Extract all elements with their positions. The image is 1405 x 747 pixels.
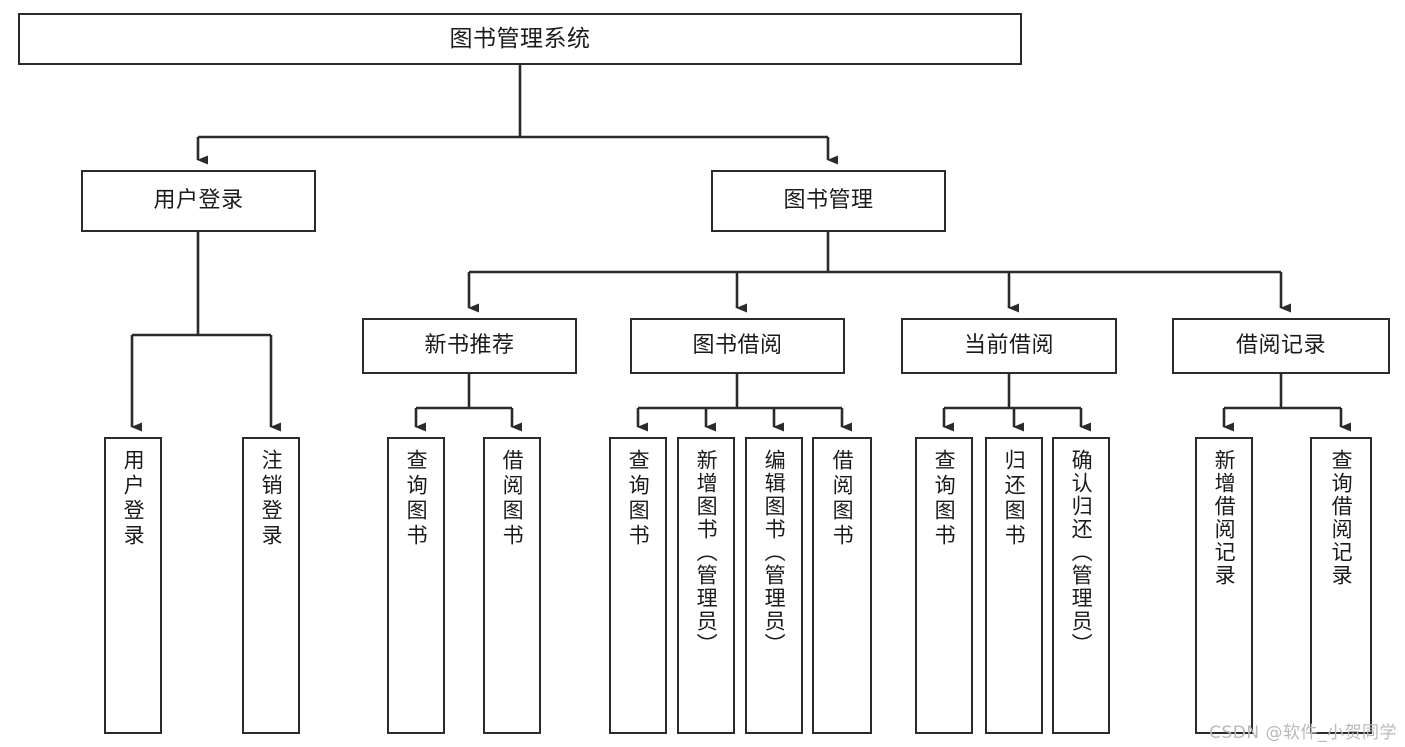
leaf-borrow-book-borrow[interactable]: 借阅图书: [812, 437, 872, 734]
leaf-user-login[interactable]: 用户登录: [104, 437, 162, 734]
node-root-label: 图书管理系统: [449, 25, 591, 52]
leaf-edit-book-admin-label: 编辑图书（管理员）: [762, 449, 787, 656]
leaf-query-borrow-record[interactable]: 查询借阅记录: [1310, 437, 1372, 734]
leaf-add-borrow-record-label: 新增借阅记录: [1212, 449, 1237, 587]
leaf-user-login-label: 用户登录: [121, 449, 146, 549]
leaf-confirm-return-admin[interactable]: 确认归还（管理员）: [1052, 437, 1110, 734]
leaf-return-book-label: 归还图书: [1002, 449, 1027, 549]
node-book-borrow[interactable]: 图书借阅: [630, 318, 845, 374]
leaf-add-book-admin[interactable]: 新增图书（管理员）: [677, 437, 735, 734]
leaf-borrow-book-borrow-label: 借阅图书: [830, 449, 855, 549]
leaf-confirm-return-admin-label: 确认归还（管理员）: [1069, 449, 1094, 656]
node-borrow-record[interactable]: 借阅记录: [1172, 318, 1390, 374]
leaf-query-book-current[interactable]: 查询图书: [915, 437, 973, 734]
node-user-login[interactable]: 用户登录: [81, 170, 316, 232]
watermark-text: CSDN @软件_小贺同学: [1209, 723, 1397, 743]
leaf-add-book-admin-label: 新增图书（管理员）: [694, 449, 719, 656]
node-book-management[interactable]: 图书管理: [711, 170, 946, 232]
node-book-management-label: 图书管理: [783, 188, 874, 214]
leaf-edit-book-admin[interactable]: 编辑图书（管理员）: [745, 437, 803, 734]
node-new-book-recommend-label: 新书推荐: [424, 333, 515, 359]
leaf-borrow-book-newbook[interactable]: 借阅图书: [483, 437, 541, 734]
leaf-query-borrow-record-label: 查询借阅记录: [1329, 449, 1354, 587]
leaf-logout[interactable]: 注销登录: [242, 437, 300, 734]
leaf-query-book-current-label: 查询图书: [932, 449, 957, 549]
leaf-return-book[interactable]: 归还图书: [985, 437, 1043, 734]
node-borrow-record-label: 借阅记录: [1235, 333, 1326, 359]
leaf-query-book-borrow[interactable]: 查询图书: [609, 437, 667, 734]
node-book-borrow-label: 图书借阅: [692, 333, 783, 359]
node-current-borrow[interactable]: 当前借阅: [901, 318, 1117, 374]
leaf-borrow-book-newbook-label: 借阅图书: [500, 449, 525, 549]
leaf-add-borrow-record[interactable]: 新增借阅记录: [1195, 437, 1253, 734]
leaf-query-book-newbook-label: 查询图书: [404, 449, 429, 549]
leaf-query-book-borrow-label: 查询图书: [626, 449, 651, 549]
leaf-query-book-newbook[interactable]: 查询图书: [387, 437, 445, 734]
node-root[interactable]: 图书管理系统: [18, 13, 1022, 65]
leaf-logout-label: 注销登录: [259, 449, 284, 549]
node-user-login-label: 用户登录: [153, 188, 244, 214]
node-new-book-recommend[interactable]: 新书推荐: [362, 318, 577, 374]
node-current-borrow-label: 当前借阅: [963, 333, 1054, 359]
